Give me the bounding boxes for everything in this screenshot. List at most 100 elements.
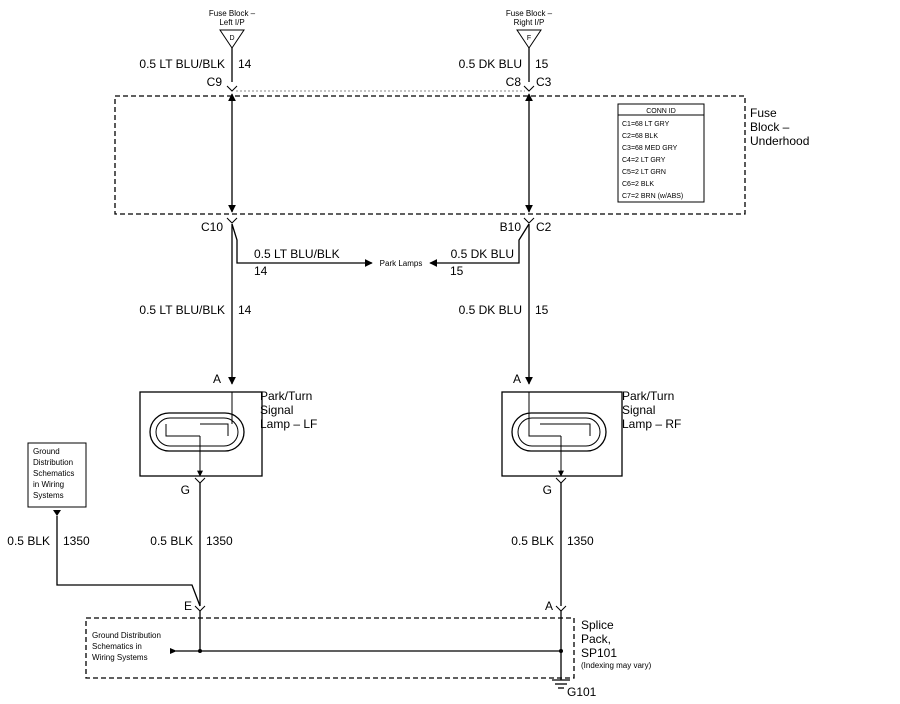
- park-turn-lamp-lf: A Park/Turn Signal Lamp – LF G: [139, 372, 317, 497]
- lamp-rf-pin-g: G: [543, 483, 552, 497]
- splice-pack-label-line1: Splice: [581, 618, 614, 632]
- wire-mid-left-label: 0.5 LT BLU/BLK: [139, 303, 225, 317]
- underhood-label-line2: Block –: [750, 120, 790, 134]
- lamp-rf-filament2-icon: [540, 423, 591, 436]
- fuse-block-underhood-outline: [114, 95, 746, 215]
- park-branch-left-wire: [231, 223, 373, 267]
- splice-pack-label-line2: Pack,: [581, 632, 611, 646]
- conn-id-row: C6=2 BLK: [622, 181, 654, 188]
- connector-c10-chevron-icon: [226, 217, 238, 224]
- ground-ref-box: [27, 442, 87, 508]
- connector-c8: C8: [506, 75, 522, 89]
- conn-id-row: C1=68 LT GRY: [622, 121, 670, 128]
- fuse-left-title: Fuse Block –: [209, 9, 256, 18]
- conn-id-row: C5=2 LT GRN: [622, 169, 666, 176]
- lamp-rf-label-line2: Signal: [622, 403, 655, 417]
- lamp-lf-filament-icon: [165, 424, 200, 437]
- connector-b10-chevron-icon: [523, 217, 535, 224]
- ground-ref-line3: Schematics: [33, 469, 74, 478]
- splice-ref-line3: Wiring Systems: [92, 653, 148, 662]
- rf-ground-wire-circuit: 1350: [567, 534, 594, 548]
- wire-mid-right-circuit: 15: [535, 303, 549, 317]
- fuse-right-subtitle: Right I/P: [514, 18, 545, 27]
- park-turn-lamp-rf: A Park/Turn Signal Lamp – RF G: [501, 372, 681, 497]
- fuse-right-triangle-icon: [516, 29, 542, 49]
- splice-e-chevron-icon: [194, 605, 206, 612]
- ground-ref-wire-label: 0.5 BLK: [7, 534, 50, 548]
- lamp-rf-label-line3: Lamp – RF: [622, 417, 681, 431]
- wire-top-left-circuit: 14: [238, 57, 252, 71]
- conn-id-box: [617, 103, 705, 203]
- ground-label: G101: [567, 685, 597, 699]
- lamp-rf-label-line1: Park/Turn: [622, 389, 674, 403]
- lamp-rf-pin-a: A: [513, 372, 521, 386]
- wire-top-right-label: 0.5 DK BLU: [459, 57, 522, 71]
- splice-ref-line2: Schematics in: [92, 642, 142, 651]
- connector-c10: C10: [201, 220, 223, 234]
- wire-top-right-circuit: 15: [535, 57, 549, 71]
- underhood-label-line1: Fuse: [750, 106, 777, 120]
- conn-id-title: CONN ID: [646, 108, 676, 115]
- conn-id-row: C2=68 BLK: [622, 133, 658, 140]
- ground-distribution-ref: Ground Distribution Schematics in Wiring…: [27, 442, 87, 516]
- ground-ref-wire-circuit: 1350: [63, 534, 90, 548]
- connector-c8-chevron-icon: [523, 85, 535, 92]
- connector-c9: C9: [207, 75, 223, 89]
- lamp-lf-label-line3: Lamp – LF: [260, 417, 317, 431]
- fuse-left-triangle-icon: [219, 29, 245, 49]
- fuse-left-letter: D: [229, 35, 234, 42]
- ground-ref-line1: Ground: [33, 447, 60, 456]
- lamp-lf-label-line2: Signal: [260, 403, 293, 417]
- fuse-block-right-ip: Fuse Block – Right I/P F: [506, 9, 553, 49]
- park-branch-right-label: 0.5 DK BLU: [451, 247, 514, 261]
- ground-ref-pointer-icon: [53, 510, 61, 516]
- wire-mid-left-circuit: 14: [238, 303, 252, 317]
- ground-ref-line4: in Wiring: [33, 480, 64, 489]
- conn-id-row: C4=2 LT GRY: [622, 157, 666, 164]
- lamp-rf-filament-icon: [528, 424, 561, 437]
- lamp-lf-filament2-icon: [200, 423, 229, 436]
- splice-pin-e: E: [184, 599, 192, 613]
- splice-pack-outline: [85, 617, 575, 679]
- lamp-lf-bulb-inner-icon: [155, 417, 239, 447]
- splice-a-chevron-icon: [555, 605, 567, 612]
- splice-node-left: [198, 649, 202, 653]
- splice-pack-label-line3: SP101: [581, 646, 617, 660]
- underhood-label-line3: Underhood: [750, 134, 809, 148]
- lamp-rf-bulb-outer-icon: [511, 412, 607, 452]
- park-branch-right-circuit: 15: [450, 264, 464, 278]
- lamp-lf-label-line1: Park/Turn: [260, 389, 312, 403]
- lamp-rf-g-chevron-icon: [555, 477, 567, 484]
- lamp-rf-body: [501, 391, 623, 477]
- splice-ref-pointer-icon: [170, 648, 177, 654]
- ground-ref-line5: Systems: [33, 491, 64, 500]
- lamp-lf-g-chevron-icon: [194, 477, 206, 484]
- rf-ground-wire-label: 0.5 BLK: [511, 534, 554, 548]
- connector-c3: C3: [536, 75, 552, 89]
- park-lamps-label: Park Lamps: [380, 259, 423, 268]
- ground-ref-wire: [56, 516, 201, 607]
- park-branch-right-wire: [429, 223, 530, 267]
- lamp-lf-pin-g: G: [181, 483, 190, 497]
- conn-id-table: CONN ID C1=68 LT GRY C2=68 BLK C3=68 MED…: [617, 103, 705, 203]
- wire-top-left-label: 0.5 LT BLU/BLK: [139, 57, 225, 71]
- connector-b10: B10: [500, 220, 522, 234]
- lamp-lf-bulb-outer-icon: [149, 412, 245, 452]
- ground-ref-line2: Distribution: [33, 458, 73, 467]
- fuse-right-letter: F: [527, 35, 531, 42]
- lf-ground-wire-label: 0.5 BLK: [150, 534, 193, 548]
- fuse-block-left-ip: Fuse Block – Left I/P D: [209, 9, 256, 49]
- lf-ground-wire-circuit: 1350: [206, 534, 233, 548]
- splice-node-right: [559, 649, 563, 653]
- splice-pin-a: A: [545, 599, 553, 613]
- conn-id-row: C3=68 MED GRY: [622, 145, 678, 152]
- splice-ref-line1: Ground Distribution: [92, 631, 161, 640]
- fuse-left-subtitle: Left I/P: [219, 18, 244, 27]
- park-branch-left-label: 0.5 LT BLU/BLK: [254, 247, 340, 261]
- lamp-rf-bulb-inner-icon: [517, 417, 601, 447]
- connector-c2: C2: [536, 220, 552, 234]
- fuse-right-title: Fuse Block –: [506, 9, 553, 18]
- ground-g101: G101: [552, 679, 597, 699]
- lamp-lf-pin-a: A: [213, 372, 221, 386]
